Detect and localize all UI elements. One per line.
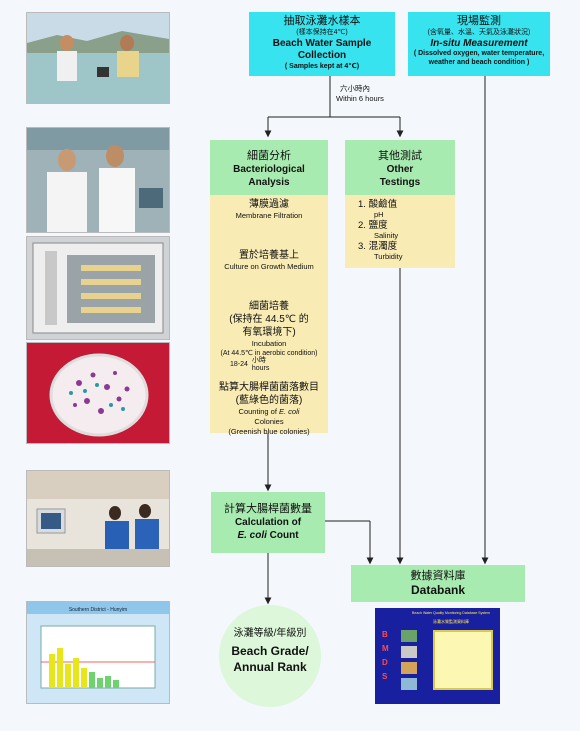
beach-grade-zh: 泳灘等級/年級別	[219, 627, 321, 640]
within-label-zh: 六小時內	[336, 84, 384, 94]
step-counting-en2: Colonies	[210, 417, 328, 427]
other-test-en: pH	[358, 210, 458, 219]
bmds-info-panel	[433, 630, 493, 690]
calculation-title-en2: Count	[270, 530, 299, 541]
bacteriological-title-zh: 細菌分析	[210, 149, 328, 163]
other-test-item: 1. 酸鹼值 pH	[358, 199, 458, 219]
step-counting-en3: (Greenish blue colonies)	[210, 427, 328, 437]
step-filtration-en: Membrane Filtration	[210, 211, 328, 221]
other-testings-title-en: Other Testings	[345, 163, 455, 189]
step-filtration: 薄膜過濾 Membrane Filtration	[210, 198, 328, 221]
step-counting: 點算大腸桿菌菌落數目 (藍綠色的菌落) Counting of E. coli …	[210, 381, 328, 436]
other-test-en: Turbidity	[358, 252, 458, 261]
bmds-letter: B	[382, 630, 388, 639]
other-test-num: 2.	[358, 220, 366, 231]
databank-box: 數據資料庫 Databank	[351, 565, 525, 602]
step-culture-zh: 置於培養基上	[210, 249, 328, 262]
bacteriological-title-en: Bacteriological Analysis	[210, 163, 328, 189]
other-testings-title-zh: 其他測試	[345, 149, 455, 163]
beach-grade-en2: Annual Rank	[219, 660, 321, 676]
collection-title-en: Beach Water Sample Collection	[249, 38, 395, 63]
duration-zh: 小時	[252, 357, 270, 365]
other-testings-box: 其他測試 Other Testings	[345, 140, 455, 195]
collection-box: 抽取泳灘水樣本 (樣本保持在4℃) Beach Water Sample Col…	[249, 12, 395, 76]
other-test-item: 3. 混濁度 Turbidity	[358, 241, 458, 261]
step-incubation-zh3: 有氧環境下)	[210, 326, 328, 339]
step-counting-en1-italic: E. coli	[279, 407, 299, 416]
bmds-thumb	[401, 646, 417, 658]
step-filtration-zh: 薄膜過濾	[210, 198, 328, 211]
step-incubation-zh2: (保持在 44.5℃ 的	[210, 313, 328, 326]
insitu-title-zh: 現場監測	[408, 15, 550, 29]
collection-note-en: ( Samples kept at 4℃)	[249, 63, 395, 72]
insitu-box: 現場監測 (含氧量、水溫、天氣及泳灘狀況) In-situ Measuremen…	[408, 12, 550, 76]
other-test-zh: 鹽度	[369, 220, 388, 231]
calculation-title-en1: Calculation of	[211, 516, 325, 529]
other-test-item: 2. 鹽度 Salinity	[358, 220, 458, 240]
insitu-note-zh: (含氧量、水溫、天氣及泳灘狀況)	[408, 29, 550, 38]
step-counting-en1: Counting of	[239, 407, 277, 416]
step-counting-zh2: (藍綠色的菌落)	[210, 394, 328, 407]
duration-en: hours	[252, 365, 270, 373]
beach-grade-en1: Beach Grade/	[219, 644, 321, 660]
bmds-title: Beach Water Quality Monitoring Database …	[405, 611, 497, 615]
step-incubation: 細菌培養 (保持在 44.5℃ 的 有氧環境下) Incubation (At …	[210, 300, 328, 358]
bmds-thumb	[401, 678, 417, 690]
other-test-zh: 混濁度	[369, 241, 398, 252]
bmds-thumb	[401, 630, 417, 642]
step-culture-en: Culture on Growth Medium	[210, 262, 328, 272]
bmds-letter: S	[382, 672, 387, 681]
calculation-title-en2-italic: E. coli	[237, 530, 266, 541]
other-test-zh: 酸鹼值	[369, 199, 398, 210]
within-label-en: Within 6 hours	[336, 94, 384, 104]
step-incubation-zh1: 細菌培養	[210, 300, 328, 313]
calculation-title-zh: 計算大腸桿菌數量	[211, 502, 325, 516]
bmds-thumb	[401, 662, 417, 674]
duration-value: 18-24	[230, 361, 248, 368]
step-incubation-en1: Incubation	[210, 339, 328, 349]
step-culture: 置於培養基上 Culture on Growth Medium	[210, 249, 328, 272]
bmds-title-zh: 泳灘水質監測資料庫	[405, 619, 497, 625]
databank-screenshot: Beach Water Quality Monitoring Database …	[375, 608, 500, 704]
databank-title-en: Databank	[351, 583, 525, 599]
bacteriological-box: 細菌分析 Bacteriological Analysis	[210, 140, 328, 195]
other-test-en: Salinity	[358, 231, 458, 240]
within-label: 六小時內 Within 6 hours	[336, 84, 384, 104]
duration-label: 18-24 小時 hours	[230, 357, 269, 372]
bmds-letter: D	[382, 658, 388, 667]
collection-title-zh: 抽取泳灘水樣本	[249, 15, 395, 29]
step-counting-zh1: 點算大腸桿菌菌落數目	[210, 381, 328, 394]
insitu-note-en: ( Dissolved oxygen, water temperature, w…	[408, 50, 550, 68]
bmds-letter: M	[382, 644, 389, 653]
beach-grade-circle: 泳灘等級/年級別 Beach Grade/ Annual Rank	[219, 605, 321, 707]
insitu-title-en: In-situ Measurement	[408, 38, 550, 51]
other-test-num: 1.	[358, 199, 366, 210]
databank-title-zh: 數據資料庫	[351, 569, 525, 583]
calculation-box: 計算大腸桿菌數量 Calculation of E. coli Count	[211, 492, 325, 553]
collection-note-zh: (樣本保持在4℃)	[249, 29, 395, 38]
other-test-num: 3.	[358, 241, 366, 252]
